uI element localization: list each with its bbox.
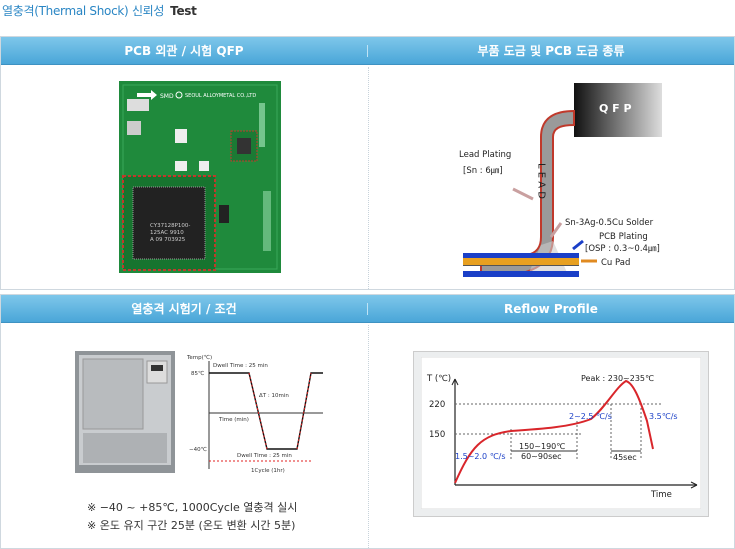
panel-divider: [368, 67, 369, 289]
soak-temp-label: 150~190℃: [519, 442, 565, 451]
bottom-panel-header: 열충격 시험기 / 조건 Reflow Profile: [1, 295, 734, 323]
heading-thermal: 열충격 시험기 / 조건: [131, 302, 237, 316]
pcb-brand: SEOUL ALLOYMETAL CO.,LTD: [185, 93, 256, 99]
peak-label: Peak : 230~235℃: [581, 374, 654, 383]
panel-divider-2: [368, 325, 369, 548]
pcb-plating-label: PCB Plating: [599, 232, 648, 242]
tm40-label: −40℃: [189, 446, 207, 453]
heading-plating: 부품 도금 및 PCB 도금 종류: [477, 44, 625, 58]
cool-label: 3.5℃/s: [649, 412, 678, 421]
dwell-top-label: Dwell Time : 25 min: [213, 363, 268, 369]
thermal-cycle-chart: Temp(℃) 85℃ −40℃ Dwell Time : 25 min ΔT …: [186, 354, 323, 474]
header-separator: [367, 44, 368, 57]
chip-text-3: A 09 703925: [150, 237, 186, 243]
bottom-panel: 열충격 시험기 / 조건 Reflow Profile Temp(℃) 85℃ …: [0, 294, 735, 549]
cu-pad-layer: [463, 258, 579, 266]
thermal-chamber-photo: [75, 351, 175, 473]
cycle-label: 1Cycle (1hr): [251, 468, 285, 474]
lead-plating-spec: [Sn : 6㎛]: [463, 166, 503, 176]
reflow-xlabel: Time: [650, 490, 672, 500]
heading-reflow: Reflow Profile: [504, 301, 598, 316]
solder-label: Sn-3Ag-0.5Cu Solder: [565, 218, 654, 228]
qfp-label: Q F P: [599, 102, 632, 115]
osp-layer: [463, 253, 579, 258]
y220-label: 220: [429, 400, 445, 410]
time-above-label: 45sec: [613, 453, 637, 462]
note-2: ※ 온도 유지 구간 25분 (온도 변환 시간 5분): [87, 519, 296, 532]
header-separator-2: [367, 302, 368, 315]
pcb-plating-spec: [OSP : 0.3~0.4㎛]: [585, 244, 660, 254]
note-1: ※ −40 ~ +85℃, 1000Cycle 열충격 실시: [87, 501, 298, 514]
cu-pad-label: Cu Pad: [601, 258, 630, 268]
ramp1-label: 1.5~2.0 ℃/s: [455, 452, 506, 461]
pcb-photo: SMD SEOUL ALLOYMETAL CO.,LTD CY37128P100…: [119, 81, 281, 273]
delta-label: ΔT : 10min: [259, 393, 289, 399]
reflow-ylabel: T (℃): [426, 374, 451, 384]
chip-text-1: CY37128P100-: [150, 223, 190, 229]
top-panel-header: PCB 외관 / 시험 QFP 부품 도금 및 PCB 도금 종류: [1, 37, 734, 65]
reflow-profile-chart: T (℃) Time 220 150 Peak : 230~235℃ 1.5~2…: [421, 357, 701, 509]
y150-label: 150: [429, 430, 445, 440]
lead-text: L E A D: [536, 163, 547, 199]
soak-time-label: 60~90sec: [521, 452, 562, 461]
time-axis-label: Time (min): [218, 417, 249, 423]
temp-axis-label: Temp(℃): [186, 354, 212, 361]
chip-text-2: 125AC 9910: [150, 230, 184, 236]
top-panel: PCB 외관 / 시험 QFP 부품 도금 및 PCB 도금 종류 SMD SE…: [0, 36, 735, 290]
lead-plating-label: Lead Plating: [459, 150, 511, 160]
heading-pcb: PCB 외관 / 시험 QFP: [124, 44, 244, 58]
dwell-bottom-label: Dwell Time : 25 min: [237, 453, 292, 459]
pcb-arrow-label: SMD: [160, 93, 174, 100]
ramp2-label: 2~2.5 ℃/s: [569, 412, 612, 421]
t85-label: 85℃: [191, 370, 204, 377]
plating-diagram: Q F P L E A D Lead Plating [Sn : 6㎛] Sn-…: [459, 83, 662, 277]
